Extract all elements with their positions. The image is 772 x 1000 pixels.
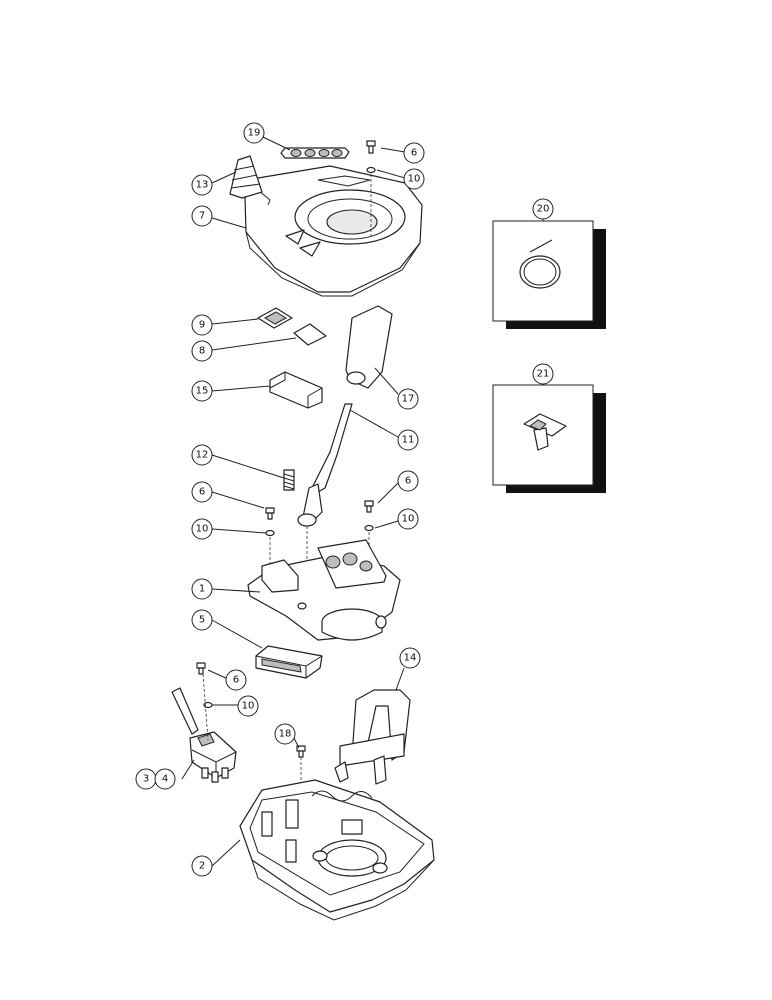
screw-washer-mid-left (265, 507, 275, 577)
balloon-7: 7 (191, 205, 213, 227)
switch-module-15 (269, 371, 323, 409)
balloon-2: 2 (191, 855, 213, 877)
decal-9 (257, 307, 293, 329)
svg-text:17: 17 (402, 394, 415, 405)
balloon-6-right: 6 (397, 470, 419, 492)
svg-text:3: 3 (143, 774, 149, 785)
svg-text:10: 10 (196, 524, 209, 535)
mounting-plate (247, 539, 401, 641)
svg-text:8: 8 (199, 346, 205, 357)
balloon-18: 18 (274, 723, 296, 745)
spring (283, 469, 295, 491)
balloon-6-toggle: 6 (225, 669, 247, 691)
balloon-20: 20 (532, 198, 554, 220)
lever-rod (297, 403, 353, 560)
balloon-14: 14 (399, 647, 421, 669)
balloon-10-top: 10 (403, 168, 425, 190)
decal-8 (293, 323, 327, 346)
balloon-4: 4 (154, 768, 176, 790)
balloon-1: 1 (191, 578, 213, 600)
svg-text:6: 6 (411, 148, 417, 159)
svg-text:9: 9 (199, 320, 205, 331)
base-housing (239, 779, 435, 921)
svg-text:21: 21 (537, 369, 550, 380)
frame-bracket (334, 689, 411, 785)
svg-text:6: 6 (405, 476, 411, 487)
balloon-6-left: 6 (191, 481, 213, 503)
svg-text:1: 1 (199, 584, 205, 595)
svg-text:10: 10 (402, 514, 415, 525)
balloon-17: 17 (397, 388, 419, 410)
upper-console-cover (244, 165, 423, 297)
svg-text:12: 12 (196, 450, 209, 461)
inset-box-21 (492, 384, 606, 493)
indicator-strip (280, 147, 350, 159)
balloon-3: 3 (135, 768, 157, 790)
inset-box-20 (492, 220, 606, 329)
svg-text:19: 19 (248, 128, 261, 139)
balloon-5: 5 (191, 609, 213, 631)
balloon-21: 21 (532, 363, 554, 385)
svg-text:10: 10 (408, 174, 421, 185)
balloon-9: 9 (191, 314, 213, 336)
svg-text:15: 15 (196, 386, 209, 397)
svg-text:18: 18 (279, 729, 292, 740)
balloon-8: 8 (191, 340, 213, 362)
balloon-6-top: 6 (403, 142, 425, 164)
svg-text:14: 14 (404, 653, 417, 664)
balloon-10-left: 10 (191, 518, 213, 540)
toggle-switch (171, 687, 237, 783)
svg-text:6: 6 (199, 487, 205, 498)
balloon-12: 12 (191, 444, 213, 466)
svg-text:10: 10 (242, 701, 255, 712)
svg-text:20: 20 (537, 204, 550, 215)
svg-text:6: 6 (233, 675, 239, 686)
rubber-boot (229, 155, 263, 199)
screw-washer-mid-right (364, 500, 374, 560)
balloon-10-toggle: 10 (237, 695, 259, 717)
handle-grip (345, 305, 393, 389)
leader-lines (181, 136, 544, 867)
balloon-10-right: 10 (397, 508, 419, 530)
svg-text:11: 11 (402, 435, 415, 446)
svg-text:2: 2 (199, 861, 205, 872)
screw-washer-top (366, 140, 376, 236)
svg-text:7: 7 (199, 211, 205, 222)
screw-washer-toggle (196, 662, 213, 741)
svg-text:5: 5 (199, 615, 205, 626)
balloon-19: 19 (243, 122, 265, 144)
svg-text:13: 13 (196, 180, 209, 191)
balloon-13: 13 (191, 174, 213, 196)
balloon-11: 11 (397, 429, 419, 451)
control-module (255, 645, 323, 679)
svg-text:4: 4 (162, 774, 168, 785)
balloon-15: 15 (191, 380, 213, 402)
